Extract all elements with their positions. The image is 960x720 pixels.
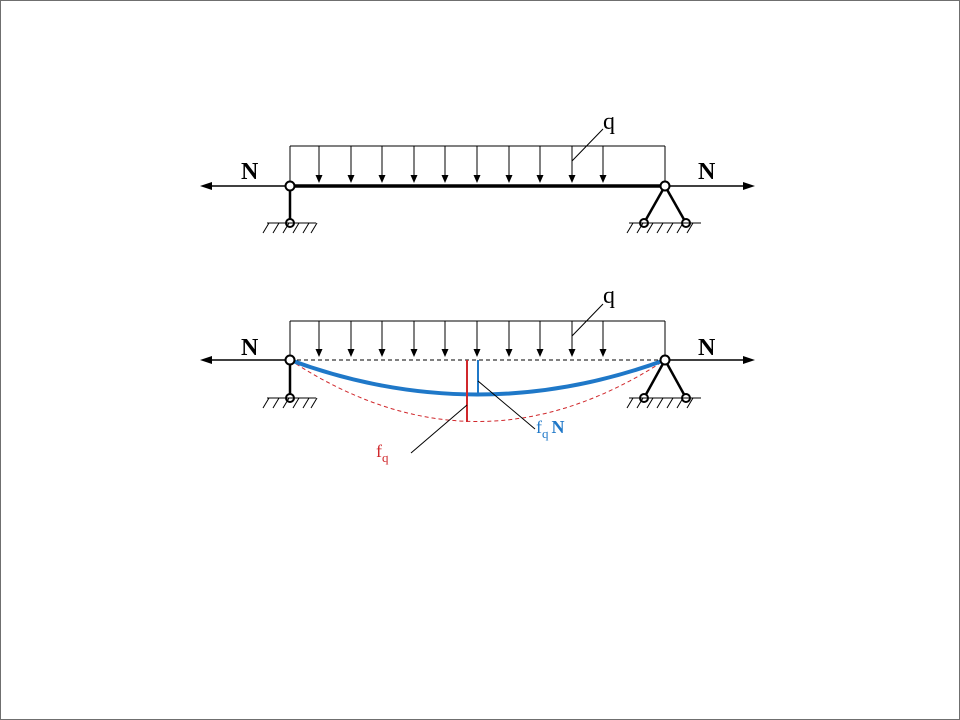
deflection-q-label-sub: q [382,450,389,465]
bottom-right-hinge [659,354,671,366]
bottom-load-arrow-head [315,349,323,357]
bottom-load-arrow-head [505,349,513,357]
top-left-support [262,186,318,234]
top-axial-right-arrow [665,182,755,190]
deflection-curve-q [289,359,666,422]
top-load-arrow-head [536,175,544,183]
top-load-arrow-head [378,175,386,183]
bottom-axial-right-arrow [665,356,755,364]
top-beam-diagram: q N N [200,109,755,234]
top-right-hinge [659,180,671,192]
top-load-arrow-head [599,175,607,183]
bottom-load-arrow-head [536,349,544,357]
deflection-q-label-base: f [376,441,382,461]
bottom-load-leader [571,303,604,337]
top-axial-right-label: N [698,159,716,185]
top-left-hinge [284,180,296,192]
top-load-arrow-head [410,175,418,183]
top-axial-left-arrow [200,182,290,190]
deflection-qN-label-suffix: N [552,417,565,437]
top-load-arrow-head [441,175,449,183]
top-load-arrow-head [568,175,576,183]
bottom-axial-left-arrow [200,356,290,364]
top-load-arrow-head [315,175,323,183]
top-axial-left-label: N [241,159,259,185]
deflection-q-label: fq [376,441,389,465]
top-right-support [626,185,701,234]
top-distributed-load [289,145,666,183]
bottom-left-support [262,360,318,409]
bottom-load-arrow-head [473,349,481,357]
deflection-qN-label-sub: q [542,426,549,441]
bottom-load-arrow-head [599,349,607,357]
bottom-load-arrow-head [568,349,576,357]
bottom-load-arrow-head [410,349,418,357]
bottom-load-arrow-head [378,349,386,357]
bottom-distributed-load [289,320,666,357]
bottom-axial-left-label: N [241,335,259,361]
deflection-q-leader [410,404,468,454]
bottom-right-support [626,359,701,409]
top-load-leader [571,128,604,162]
top-load-arrow-head [505,175,513,183]
deflection-qN-leader [477,380,536,430]
bottom-load-label: q [603,283,615,309]
top-load-arrow-head [347,175,355,183]
bottom-load-arrow-head [441,349,449,357]
deflection-qN-label-base: f [536,417,542,437]
top-load-arrow-head [473,175,481,183]
top-load-label: q [603,109,615,135]
bottom-load-arrow-head [347,349,355,357]
deflection-curve-qN [289,358,666,397]
bottom-axial-right-label: N [698,335,716,361]
bottom-left-hinge [284,354,296,366]
